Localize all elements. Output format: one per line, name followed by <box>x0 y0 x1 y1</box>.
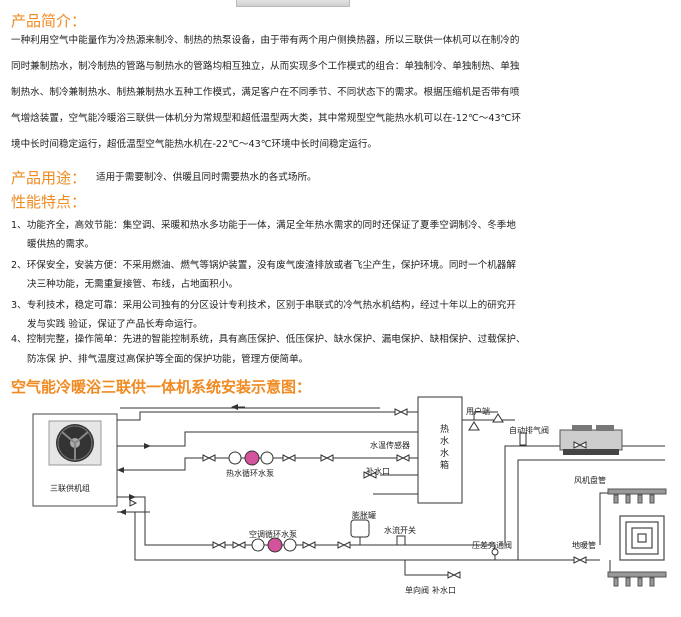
feature-line: 防冻保 护、排气温度过高保护等全面的保护功能，管理方便简单。 <box>27 354 309 365</box>
intro-heading: 产品简介： <box>11 12 87 30</box>
feature-line: 4、控制完整，操作简单：先进的智能控制系统，具有高压保护、低压保护、缺水保护、漏… <box>11 334 526 345</box>
feature-line: 暖供热的需求。 <box>27 239 95 250</box>
tank-label-char: 水 <box>440 435 449 447</box>
unit-label: 三联供机组 <box>50 483 90 493</box>
floor-heating-label: 地暖管 <box>572 540 596 550</box>
feature-line: 2、环保安全，安装方便：不采用燃油、燃气等锅炉装置，没有废气废渣排放或者飞尘产生… <box>11 260 516 271</box>
bypass-valve-icon <box>491 548 499 556</box>
flow-switch-icon <box>396 535 406 546</box>
makeup-top-label: 补水口 <box>366 466 390 476</box>
air-vent-label: 自动排气阀 <box>509 425 549 435</box>
hot-water-pump-icon <box>228 450 274 466</box>
expansion-tank-label: 膨胀罐 <box>352 510 376 520</box>
check-valve-label: 单向阀 <box>405 585 429 595</box>
feature-line: 3、专利技术，稳定可靠：采用公司独有的分区设计专利技术，区别于串联式的冷气热水机… <box>11 300 516 311</box>
user-end-icon <box>468 413 504 431</box>
fan-icon <box>48 420 102 466</box>
makeup-bottom-label: 补水口 <box>432 585 456 595</box>
usage-text: 适用于需要制冷、供暖且同时需要热水的各式场所。 <box>96 172 317 183</box>
intro-line: 同时兼制热水，制冷制热的管路与制热水的管路均相互独立，从而实现多个工作模式的组合… <box>11 61 520 72</box>
fan-coil-label: 风机盘管 <box>574 475 606 485</box>
features-heading: 性能特点： <box>11 193 87 211</box>
hot-water-pump-label: 热水循环水泵 <box>226 468 274 478</box>
user-end-label: 用户端 <box>466 406 490 416</box>
intro-line: 境中长时间稳定运行，超低温型空气能热水机在-22℃～43℃环境中长时间稳定运行。 <box>11 139 378 150</box>
product-image-edge <box>236 0 350 7</box>
hot-water-tank <box>417 396 463 504</box>
expansion-tank-icon <box>350 519 370 538</box>
flow-switch-label: 水流开关 <box>384 525 416 535</box>
floor-heating-icon <box>619 515 665 561</box>
fan-coil-icon <box>559 425 623 455</box>
tank-label-char: 水 <box>440 447 449 459</box>
tank-label-char: 箱 <box>440 459 449 471</box>
intro-line: 一种利用空气中能量作为冷热源来制冷、制热的热泵设备，由于带有两个用户侧换热器，所… <box>11 35 520 46</box>
feature-line: 1、功能齐全，高效节能：集空调、采暖和热水多功能于一体，满足全年热水需求的同时还… <box>11 220 516 231</box>
diagram-title: 空气能冷暖浴三联供一体机系统安装示意图： <box>11 378 312 396</box>
feature-line: 决三种功能，无需重复接管、布线，占地面积小。 <box>27 279 239 290</box>
ac-pump-icon <box>251 537 297 553</box>
outdoor-unit-box <box>32 413 118 507</box>
manifold-icon <box>607 488 667 587</box>
feature-line: 发与实践 验证，保证了产品长寿命运行。 <box>27 319 203 330</box>
intro-line: 气增焓装置，空气能冷暖浴三联供一体机分为常规型和超低温型两大类，其中常规型空气能… <box>11 113 521 124</box>
intro-line: 制热水、制冷兼制热水、制热兼制热水五种工作模式，满足客户在不同季节、不同状态下的… <box>11 87 520 98</box>
valve-icon <box>129 408 587 579</box>
temp-sensor-label: 水温传感器 <box>370 440 410 450</box>
ac-pump-label: 空调循环水泵 <box>249 529 297 539</box>
usage-heading: 产品用途： <box>11 169 87 187</box>
air-vent-icon <box>519 432 527 446</box>
bypass-valve-label: 压差旁通阀 <box>472 540 512 550</box>
tank-label-char: 热 <box>440 423 449 435</box>
